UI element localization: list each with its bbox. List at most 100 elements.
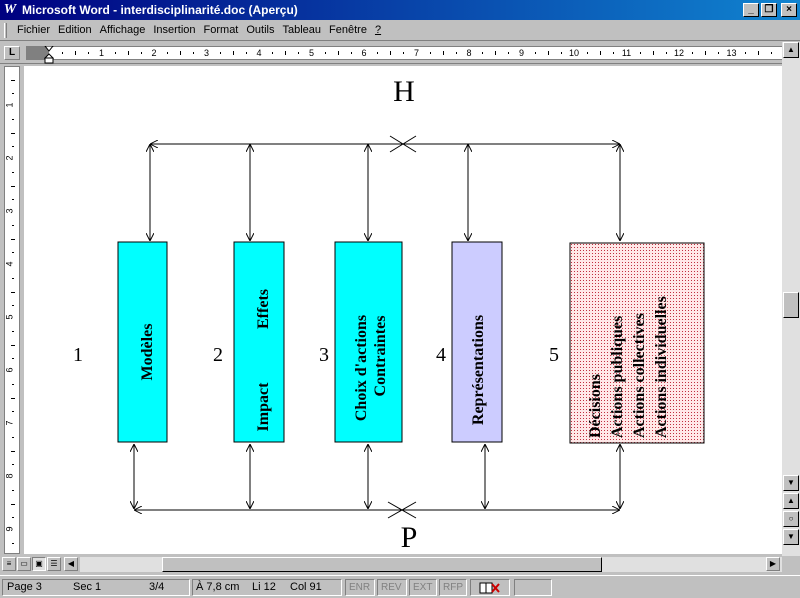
indent-marker-icon[interactable] <box>44 46 54 64</box>
status-empty-cell <box>514 579 552 596</box>
h-ruler-tick <box>232 51 234 55</box>
menu-fenetre[interactable]: Fenêtre <box>329 24 367 36</box>
v-ruler-label: 7 <box>4 420 15 426</box>
v-ruler-tick <box>12 331 14 333</box>
menu-tableau[interactable]: Tableau <box>282 24 322 36</box>
v-ruler-tick <box>11 132 15 134</box>
horizontal-scroll-bar-row: ≡ ▭ ▣ ☰ ◀ ▶ <box>0 556 800 573</box>
previous-page-button[interactable]: ▲ <box>783 493 799 509</box>
label-actions-publiques: Actions publiques <box>609 316 626 438</box>
close-button[interactable]: × <box>781 3 797 17</box>
title-bar[interactable]: W Microsoft Word - interdisciplinarité.d… <box>0 0 800 20</box>
v-ruler-tick <box>11 291 15 293</box>
horizontal-scroll-thumb[interactable] <box>162 557 602 572</box>
status-mode-rev[interactable]: REV <box>377 579 407 596</box>
v-ruler-tick <box>12 543 14 545</box>
h-ruler-tick <box>547 51 549 55</box>
horizontal-scroll-track[interactable] <box>80 557 782 572</box>
status-mode-enr[interactable]: ENR <box>345 579 375 596</box>
menu-format[interactable]: Format <box>203 24 239 36</box>
web-layout-view-icon[interactable]: ▭ <box>17 557 31 571</box>
label-effets: Effets <box>255 289 272 329</box>
box-decisions <box>569 242 705 444</box>
h-ruler-tick <box>219 52 221 54</box>
h-ruler-label: 2 <box>151 48 157 58</box>
browse-object-button[interactable]: ○ <box>783 511 799 527</box>
next-page-button[interactable]: ▼ <box>783 529 799 545</box>
scroll-down-arrow-icon[interactable]: ▼ <box>783 475 799 491</box>
h-ruler-tick <box>613 52 615 54</box>
status-page-info[interactable]: Page 3 Sec 1 3/4 <box>2 579 190 596</box>
v-ruler-tick <box>12 463 14 465</box>
v-ruler-tick <box>12 278 14 280</box>
v-ruler-tick <box>11 185 15 187</box>
v-ruler-tick <box>12 357 14 359</box>
window-title: Microsoft Word - interdisciplinarité.doc… <box>22 3 298 17</box>
top-label-h: H <box>393 75 415 108</box>
spelling-status[interactable] <box>470 579 510 596</box>
document-page[interactable]: H 1 2 3 4 5 Modèles Effets Impact Choix … <box>24 66 782 554</box>
menu-bar: Fichier Edition Affichage Insertion Form… <box>0 20 800 41</box>
status-mode-rfp[interactable]: RFP <box>439 579 467 596</box>
status-line: Li 12 <box>252 581 276 593</box>
menu-edition[interactable]: Edition <box>58 24 92 36</box>
menu-grip-handle[interactable] <box>4 22 7 38</box>
h-ruler-tick <box>770 52 772 54</box>
h-ruler-tick <box>193 52 195 54</box>
v-ruler-tick <box>11 238 15 240</box>
menu-help[interactable]: ? <box>374 24 382 36</box>
h-ruler-tick <box>390 51 392 55</box>
box-choix-actions <box>334 241 403 443</box>
h-ruler-label: 13 <box>726 48 737 58</box>
restore-button[interactable]: ❐ <box>761 3 777 17</box>
h-ruler-tick <box>403 52 405 54</box>
h-ruler-tick <box>180 51 182 55</box>
label-impact: Impact <box>255 382 272 432</box>
normal-view-icon[interactable]: ≡ <box>2 557 16 571</box>
v-ruler-label: 4 <box>4 261 15 267</box>
scroll-left-arrow-icon[interactable]: ◀ <box>64 557 78 571</box>
vertical-scroll-thumb[interactable] <box>783 292 799 318</box>
number-2: 2 <box>213 344 223 366</box>
h-ruler-tick <box>639 52 641 54</box>
menu-outils[interactable]: Outils <box>246 24 275 36</box>
h-ruler-tick <box>665 52 667 54</box>
vertical-scrollbar[interactable]: ▲ ▼ ▲ ○ ▼ <box>782 42 800 557</box>
book-check-icon <box>479 582 500 594</box>
h-ruler-tick <box>692 52 694 54</box>
label-representations: Représentations <box>470 315 487 425</box>
v-ruler-label: 6 <box>4 367 15 373</box>
h-ruler-tick <box>587 52 589 54</box>
word-app-icon[interactable]: W <box>3 2 17 17</box>
v-ruler-label: 1 <box>4 102 15 108</box>
v-ruler-tick <box>11 450 15 452</box>
v-ruler-tick <box>12 304 14 306</box>
tab-selector-button[interactable]: L <box>4 46 20 60</box>
v-ruler-tick <box>12 251 14 253</box>
h-ruler-label: 4 <box>256 48 262 58</box>
minimize-button[interactable]: _ <box>743 3 759 17</box>
page-layout-view-icon[interactable]: ▣ <box>32 557 46 571</box>
v-ruler-label: 2 <box>4 155 15 161</box>
scroll-up-arrow-icon[interactable]: ▲ <box>783 42 799 58</box>
h-ruler-tick <box>62 52 64 54</box>
menu-insertion[interactable]: Insertion <box>153 24 196 36</box>
box-representations <box>451 241 503 443</box>
label-actions-individuelles: Actions individuelles <box>653 296 670 438</box>
outline-view-icon[interactable]: ☰ <box>47 557 61 571</box>
number-3: 3 <box>319 344 329 366</box>
status-mode-ext[interactable]: EXT <box>409 579 437 596</box>
scroll-right-arrow-icon[interactable]: ▶ <box>766 557 780 571</box>
menu-affichage[interactable]: Affichage <box>99 24 146 36</box>
h-ruler-tick <box>718 52 720 54</box>
h-ruler-tick <box>652 51 654 55</box>
h-ruler-tick <box>75 51 77 55</box>
status-position-info[interactable]: À 7,8 cm Li 12 Col 91 <box>192 579 342 596</box>
menu-fichier[interactable]: Fichier <box>17 24 51 36</box>
top-cross-b <box>389 135 417 153</box>
label-modeles: Modèles <box>139 324 156 381</box>
h-ruler-tick <box>705 51 707 55</box>
